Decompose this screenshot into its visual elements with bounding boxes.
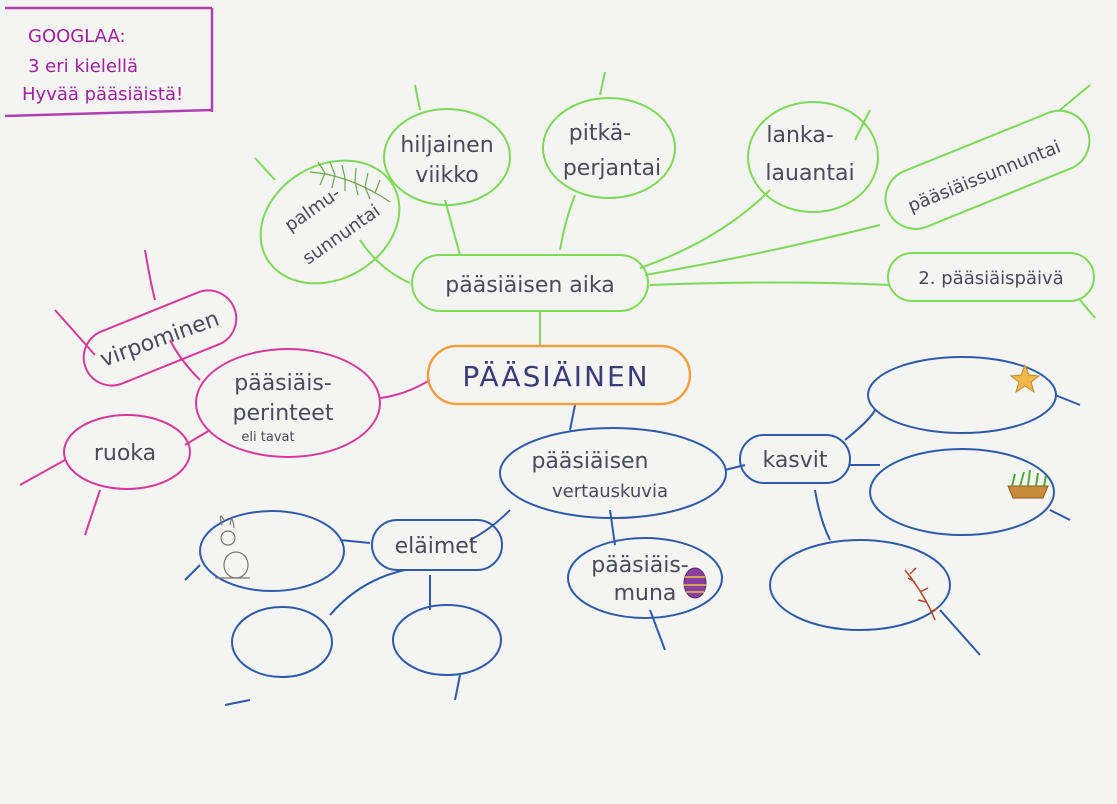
center-label: PÄÄSIÄINEN <box>462 360 649 393</box>
empty-bubble-bunny <box>199 510 345 592</box>
pitka-label-1: pitkä- <box>569 121 631 146</box>
easter-egg-icon <box>683 567 707 599</box>
center-node: PÄÄSIÄINEN <box>426 344 692 406</box>
pitkaperjantai-node: pitkä- perjantai <box>542 97 676 199</box>
lankalauantai-node: lanka- lauantai <box>747 101 879 213</box>
empty-bubble-left-1 <box>231 606 333 678</box>
traditions-hub-label-2: perinteet <box>233 401 334 426</box>
blue-connectors <box>184 394 1081 706</box>
symbols-hub-node: pääsiäisen vertauskuvia <box>499 427 727 519</box>
lanka-label-2: lauantai <box>765 161 854 186</box>
willow-branch-icon <box>904 567 939 621</box>
instruction-note: GOOGLAA: 3 eri kielellä Hyvää pääsiäistä… <box>4 6 214 118</box>
time-hub-node: pääsiäisen aika <box>411 254 649 312</box>
traditions-hub-label-3: eli tavat <box>241 430 294 445</box>
empty-bubble-star <box>867 356 1057 434</box>
note-line-2: 3 eri kielellä <box>28 56 138 77</box>
symbols-hub-label-2: vertauskuvia <box>552 481 668 502</box>
toinen-paasiaispaiva-node: 2. pääsiäispäivä <box>887 252 1095 302</box>
traditions-hub-node: pääsiäis- perinteet eli tavat <box>195 348 381 458</box>
palm-branch-icon <box>309 161 391 203</box>
ruoka-node: ruoka <box>63 414 191 490</box>
paasiaismuna-node: pääsiäis- muna <box>567 537 723 619</box>
virpominen-label: virpominen <box>97 306 223 372</box>
empty-bubble-left-2 <box>392 604 502 676</box>
ruoka-label: ruoka <box>94 441 156 466</box>
grass-basket-icon <box>1007 469 1049 499</box>
lanka-label-1: lanka- <box>766 123 833 148</box>
elaimet-label: eläimet <box>395 534 478 559</box>
kasvit-node: kasvit <box>739 434 851 484</box>
paasiaissunnuntai-node: pääsiäissunnuntai <box>884 109 1091 230</box>
empty-bubble-willow <box>769 539 951 631</box>
hiljainen-label-2: viikko <box>415 163 478 188</box>
green-connectors <box>254 71 1096 345</box>
hiljainen-label-1: hiljainen <box>400 133 493 158</box>
paasiaissunnuntai-label: pääsiäissunnuntai <box>905 136 1064 216</box>
star-flower-icon <box>1009 363 1041 394</box>
time-hub-label: pääsiäisen aika <box>445 273 614 298</box>
pitka-label-2: perjantai <box>563 156 661 181</box>
symbols-hub-label-1: pääsiäisen <box>531 449 648 474</box>
toinen-paiva-label: 2. pääsiäispäivä <box>918 268 1063 289</box>
empty-bubble-basket <box>869 448 1055 536</box>
note-line-3: Hyvää pääsiäistä! <box>22 84 183 105</box>
palmusunnuntai-node: palmu- sunnuntai <box>259 159 401 285</box>
bunny-icon <box>215 515 250 579</box>
kasvit-label: kasvit <box>762 448 827 473</box>
virpominen-node: virpominen <box>82 289 238 387</box>
muna-label-1: pääsiäis- <box>591 553 689 578</box>
note-line-1: GOOGLAA: <box>28 26 126 47</box>
traditions-hub-label-1: pääsiäis- <box>234 371 332 396</box>
hiljainen-viikko-node: hiljainen viikko <box>383 108 511 206</box>
elaimet-node: eläimet <box>371 519 503 571</box>
pink-connectors <box>19 249 431 536</box>
muna-label-2: muna <box>614 581 677 606</box>
